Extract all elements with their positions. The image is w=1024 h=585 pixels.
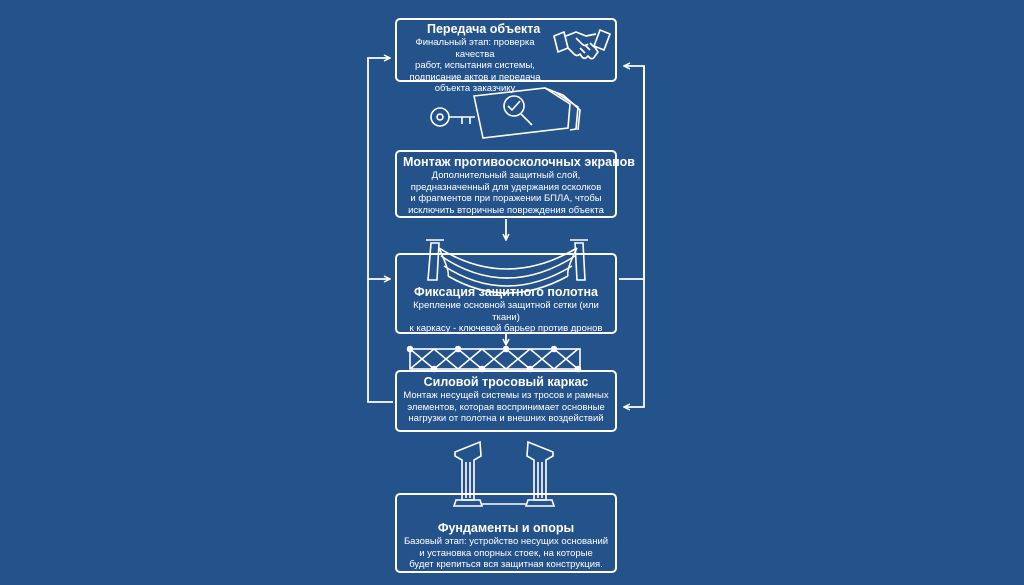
right-loop-arrow bbox=[619, 278, 645, 407]
step-description: Базовый этап: устройство несущих основан… bbox=[403, 536, 609, 570]
left-loop-arrow-top bbox=[367, 58, 390, 279]
step-foundation: Фундаменты и опоры Базовый этап: устройс… bbox=[395, 493, 617, 573]
step-frame: Силовой тросовый каркас Монтаж несущей с… bbox=[395, 370, 617, 432]
draped-net-icon bbox=[426, 239, 588, 294]
step-description: Крепление основной защитной сетки (или т… bbox=[409, 300, 603, 334]
pillars-icon bbox=[452, 440, 556, 507]
step-description: Монтаж несущей системы из тросов и рамны… bbox=[403, 390, 609, 424]
step-net: Фиксация защитного полотна Крепление осн… bbox=[395, 253, 617, 334]
step-title: Силовой тросовый каркас bbox=[423, 375, 589, 389]
truss-icon bbox=[406, 345, 582, 373]
step-title: Монтаж противоосколочных экранов bbox=[403, 155, 635, 169]
step-title: Передача объекта bbox=[427, 22, 541, 36]
handshake-icon bbox=[553, 29, 611, 60]
step-title: Фиксация защитного полотна bbox=[414, 285, 598, 299]
left-loop-arrow bbox=[367, 279, 393, 403]
step-description: Дополнительный защитный слой, предназнач… bbox=[408, 170, 604, 216]
step-description: Финальный этап: проверка качества работ,… bbox=[409, 37, 541, 94]
step-handover: Передача объекта Финальный этап: проверк… bbox=[395, 18, 617, 94]
right-loop-arrow-top bbox=[624, 66, 645, 279]
step-title: Фундаменты и опоры bbox=[437, 521, 575, 535]
step-screens: Монтаж противоосколочных экранов Дополни… bbox=[395, 150, 635, 218]
key-documents-icon bbox=[430, 87, 581, 139]
